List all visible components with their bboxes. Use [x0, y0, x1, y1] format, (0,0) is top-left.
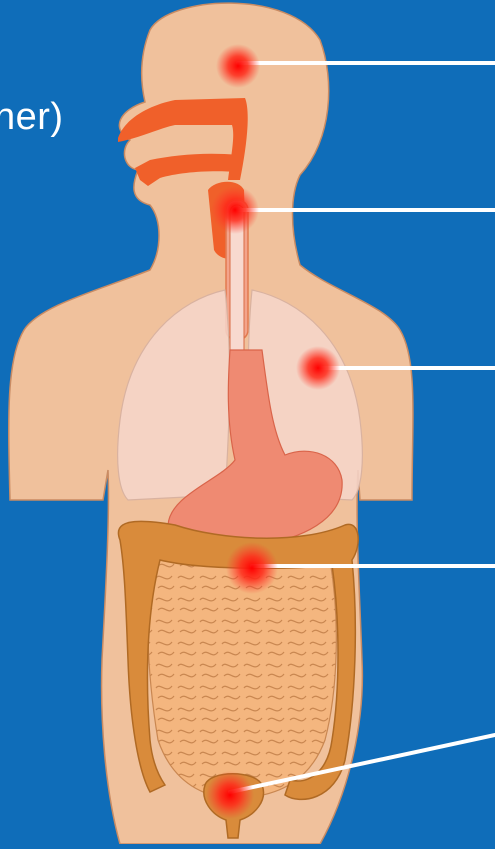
- pain-marker-lung: [296, 346, 340, 390]
- pain-marker-throat: [211, 186, 259, 234]
- pain-marker-head: [216, 44, 260, 88]
- pain-marker-stomach: [226, 542, 278, 594]
- pain-marker-rectum: [206, 771, 254, 819]
- clipped-label: her): [0, 96, 64, 139]
